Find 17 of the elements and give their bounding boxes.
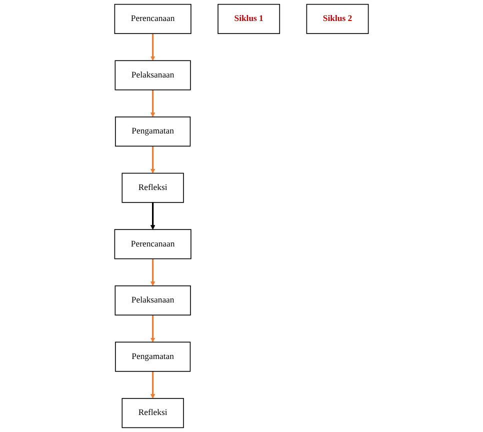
node-box: Pelaksanaan [114,60,191,90]
node-box: Siklus 2 [306,4,369,34]
arrow [150,146,156,174]
arrow [150,202,156,230]
node-box: Siklus 1 [218,4,280,34]
node-box: Perencanaan [114,229,192,260]
node-box: Pengamatan [115,116,191,147]
arrow [150,315,156,342]
arrow [150,258,156,286]
node-box: Pelaksanaan [114,285,191,316]
node-box: Refleksi [122,172,184,203]
node-box: Refleksi [122,398,184,428]
arrow [150,90,156,118]
node-box: Pengamatan [115,342,191,372]
arrow [150,371,156,399]
arrow [150,34,156,61]
node-box: Perencanaan [114,4,192,34]
